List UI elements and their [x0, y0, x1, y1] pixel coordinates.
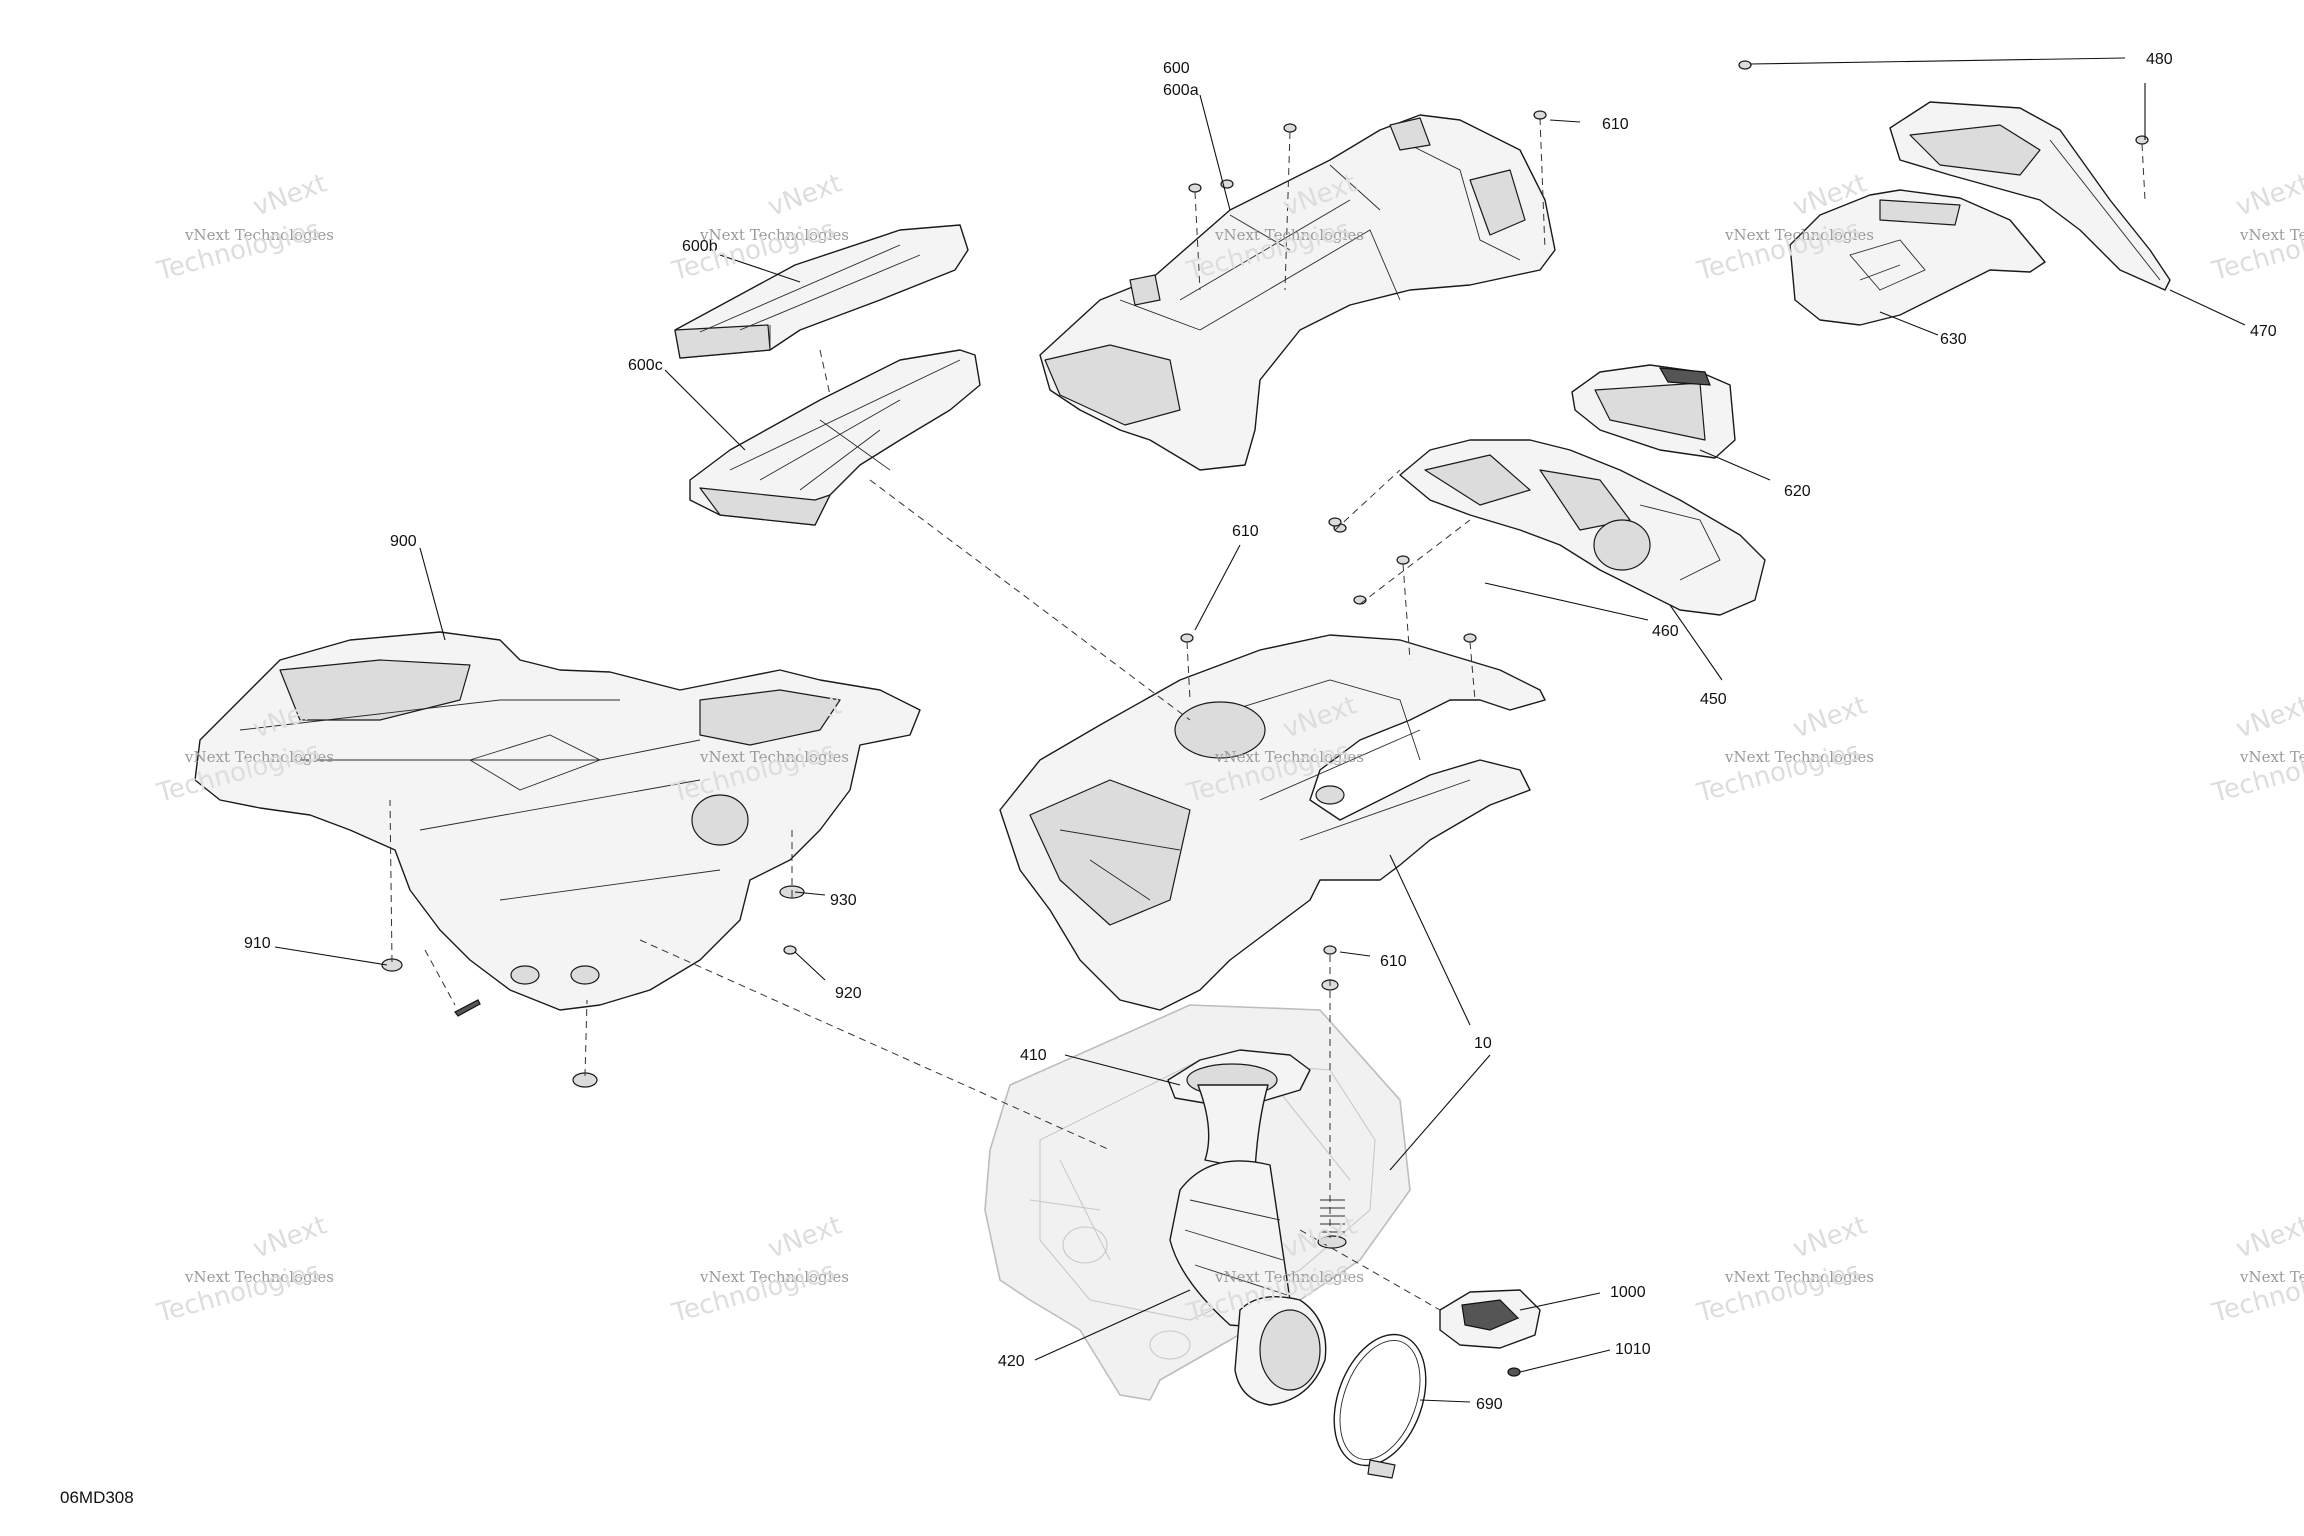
svg-text:vNext: vNext: [1789, 1210, 1871, 1264]
part-1000-cap: [1439, 1289, 1541, 1349]
callout-630: 630: [1940, 331, 1967, 348]
part-630-air-duct: [1789, 189, 2046, 326]
callout-930: 930: [830, 892, 857, 909]
svg-text:vNext Technologies: vNext Technologies: [699, 1268, 849, 1286]
svg-text:vNext Technologies: vNext Technologies: [2239, 748, 2304, 766]
callout-410: 410: [1020, 1047, 1047, 1064]
callout-450: 450: [1700, 691, 1727, 708]
part-600-upper-airbox: [1039, 114, 1556, 471]
part-410-intake-funnel: [1167, 1049, 1311, 1171]
spring-fastener: [1317, 1199, 1347, 1249]
svg-text:vNext: vNext: [1789, 690, 1871, 744]
watermark: vNext vNext Technologies Technologies: [1693, 690, 1874, 809]
part-600b-seat-cushion: [674, 224, 969, 359]
watermark: vNext vNext Technologies Technologies: [668, 168, 849, 287]
svg-text:vNext Technologies: vNext Technologies: [184, 1268, 334, 1286]
part-900-floor-cover: [194, 631, 921, 1011]
svg-text:vNext: vNext: [2232, 1210, 2304, 1264]
callout-690: 690: [1476, 1396, 1503, 1413]
part-620-vent: [1571, 364, 1736, 459]
svg-text:vNext Technologies: vNext Technologies: [699, 748, 849, 766]
svg-text:vNext Technologies: vNext Technologies: [2239, 226, 2304, 244]
svg-text:vNext Technologies: vNext Technologies: [1214, 1268, 1364, 1286]
svg-text:vNext Technologies: vNext Technologies: [1724, 748, 1874, 766]
svg-text:vNext Technologies: vNext Technologies: [699, 226, 849, 244]
callout-600b: 600b: [682, 238, 718, 255]
watermark: vNext vNext Technologies Technologies: [668, 1210, 849, 1329]
callout-610-lower: 610: [1380, 953, 1407, 970]
callout-600c: 600c: [628, 357, 663, 374]
callout-910: 910: [244, 935, 271, 952]
callout-610-top: 610: [1602, 116, 1629, 133]
callout-1000: 1000: [1610, 1284, 1646, 1301]
part-470-rail-cover: [1889, 101, 2171, 291]
watermark: vNext vNext Technologies Technologies: [1693, 1210, 1874, 1329]
callout-620: 620: [1784, 483, 1811, 500]
callout-610-mid: 610: [1232, 523, 1259, 540]
watermark: vNext vNext Technologies Technologies: [2208, 690, 2304, 809]
svg-text:vNext Technologies: vNext Technologies: [1724, 226, 1874, 244]
svg-text:vNext: vNext: [764, 168, 846, 222]
part-420-intake-tube: [1169, 1160, 1327, 1406]
svg-text:vNext Technologies: vNext Technologies: [184, 226, 334, 244]
callout-600: 600: [1163, 60, 1190, 77]
watermark: vNext vNext Technologies Technologies: [2208, 1210, 2304, 1329]
svg-text:vNext: vNext: [764, 1210, 846, 1264]
svg-text:vNext Technologies: vNext Technologies: [1724, 1268, 1874, 1286]
callout-480: 480: [2146, 51, 2173, 68]
part-600c-frame: [689, 349, 981, 526]
svg-text:vNext: vNext: [2232, 168, 2304, 222]
watermark: vNext vNext Technologies Technologies: [153, 1210, 334, 1329]
callout-900: 900: [390, 533, 417, 550]
svg-text:vNext: vNext: [2232, 690, 2304, 744]
callout-470: 470: [2250, 323, 2277, 340]
part-10-upper-housing: [999, 634, 1546, 1011]
part-690-clamp: [1333, 1333, 1427, 1479]
leader-lines: [274, 57, 2246, 1403]
callout-920: 920: [835, 985, 862, 1002]
part-450-side-panel: [1399, 439, 1766, 616]
part-1010-fastener: [1507, 1367, 1521, 1377]
callout-460: 460: [1652, 623, 1679, 640]
callout-1010: 1010: [1615, 1341, 1651, 1358]
watermark: vNext vNext Technologies Technologies: [2208, 168, 2304, 287]
svg-text:vNext Technologies: vNext Technologies: [184, 748, 334, 766]
watermark: vNext vNext Technologies Technologies: [153, 168, 334, 287]
svg-text:vNext Technologies: vNext Technologies: [1214, 226, 1364, 244]
drawing-code: 06MD308: [60, 1488, 134, 1507]
svg-text:vNext Technologies: vNext Technologies: [1214, 748, 1364, 766]
svg-text:vNext: vNext: [249, 1210, 331, 1264]
callout-420: 420: [998, 1353, 1025, 1370]
callout-10: 10: [1474, 1035, 1492, 1052]
assembly-lines: [389, 117, 2146, 1311]
callout-600a: 600a: [1163, 82, 1199, 99]
svg-text:vNext Technologies: vNext Technologies: [2239, 1268, 2304, 1286]
svg-text:vNext: vNext: [249, 168, 331, 222]
